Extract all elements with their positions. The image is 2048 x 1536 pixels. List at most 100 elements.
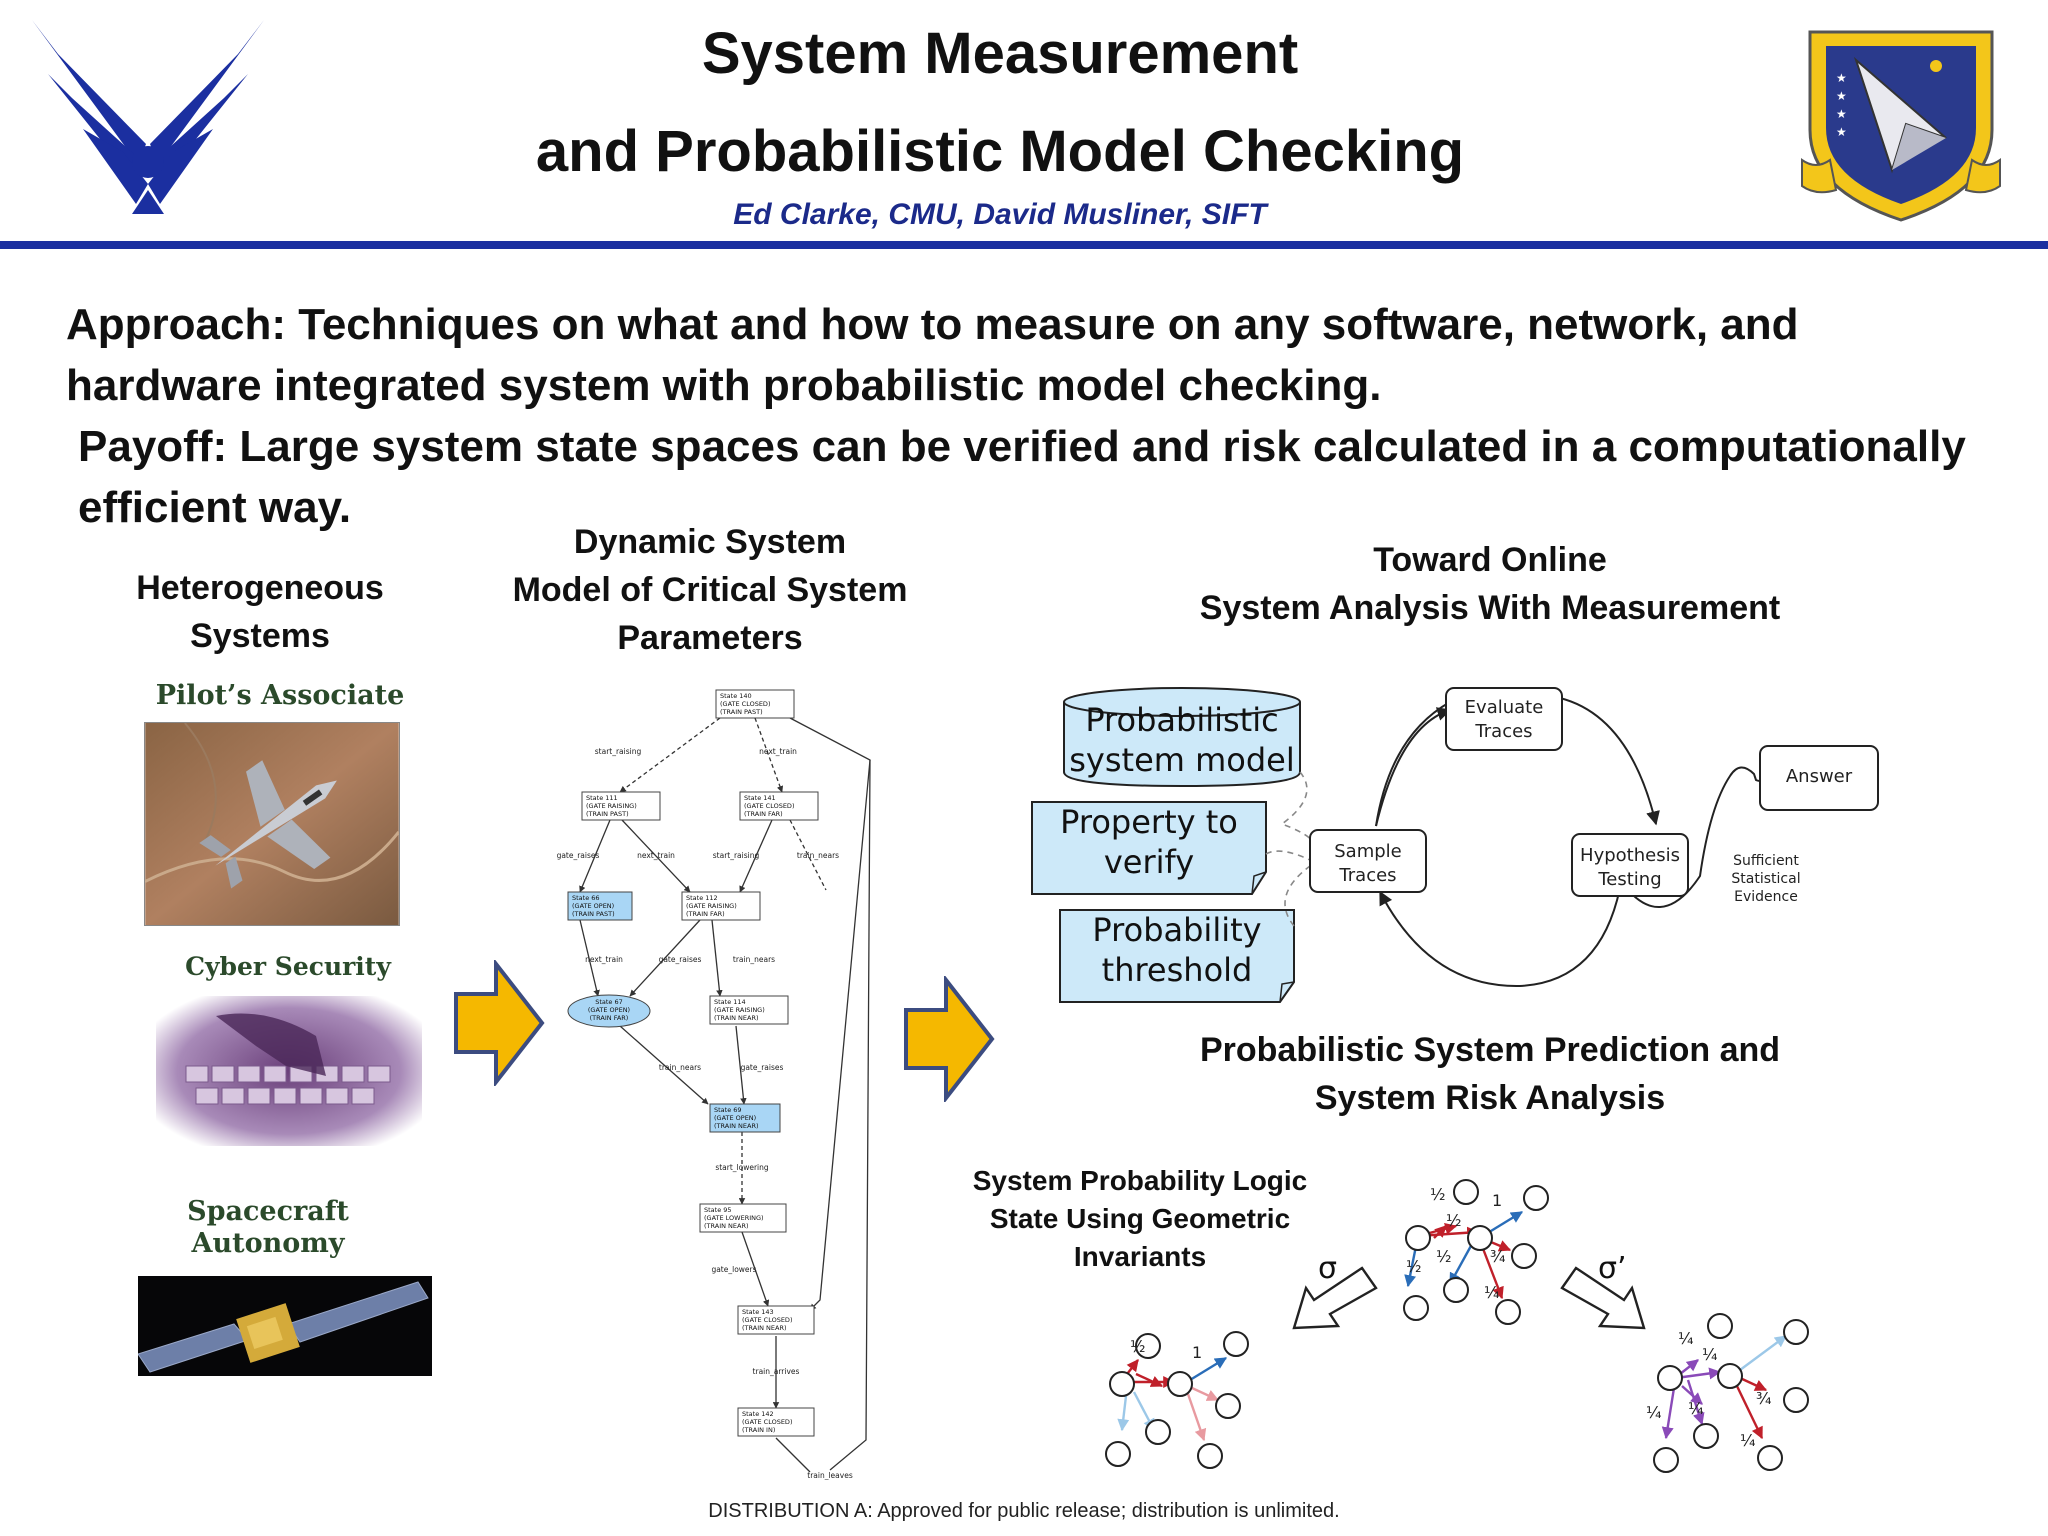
prob-label: ¾ (1756, 1389, 1772, 1408)
state-node: State 66(GATE OPEN)(TRAIN PAST) (567, 891, 633, 921)
state-node-text: (GATE CLOSED) (744, 802, 794, 810)
property-label-line2: verify (1103, 843, 1195, 881)
flow-arrow-2 (904, 976, 995, 1102)
state-node: State 111(GATE RAISING)(TRAIN PAST) (581, 791, 661, 821)
prob-label: ½ (1406, 1257, 1422, 1276)
col2-heading-line3: Parameters (617, 619, 803, 657)
evaluate-traces-label: Evaluate Traces (1446, 696, 1562, 744)
property-document (1031, 801, 1267, 895)
hypothesis-testing-label: Hypothesis Testing (1572, 844, 1688, 892)
evidence-label: Sufficient Statistical Evidence (1716, 852, 1816, 906)
svg-text:★: ★ (1836, 89, 1847, 103)
keyboard-hand-image (156, 996, 422, 1146)
model-label-line1: Probabilistic (1085, 701, 1279, 739)
logic-caption-line2: State Using Geometric (989, 1203, 1291, 1234)
state-node-text: (GATE RAISING) (714, 1006, 765, 1014)
edge-label: train_arrives (753, 1367, 800, 1376)
afrl-shield-logo: ★★★★ (1801, 30, 2001, 222)
state-node: State 95(GATE LOWERING)(TRAIN NEAR) (699, 1203, 787, 1233)
prob-label: ¾ (1490, 1247, 1506, 1266)
prob-label: ½ (1430, 1185, 1446, 1204)
state-node-text: (TRAIN FAR) (590, 1014, 629, 1022)
distribution-statement: DISTRIBUTION A: Approved for public rele… (708, 1500, 1340, 1522)
state-node-text: (GATE CLOSED) (720, 700, 770, 708)
spacecraft-label-line1: Spacecraft (187, 1196, 349, 1227)
state-node: State 143(GATE CLOSED)(TRAIN NEAR) (737, 1305, 815, 1335)
answer-label: Answer (1785, 766, 1853, 787)
edge-label: start_raising (713, 851, 760, 860)
graph-top: ½ ½ 1 ½ ½ ¾ ¼ (1403, 1179, 1549, 1325)
graph-left: ½ 1 (1105, 1331, 1249, 1469)
prob-label: ½ (1436, 1247, 1452, 1266)
state-node-text: (GATE OPEN) (572, 902, 614, 910)
probability-graphs: ½ ½ 1 ½ ½ ¾ ¼ σ σ’ ½ (1105, 1179, 1809, 1473)
sigma-symbol: σ (1318, 1251, 1337, 1286)
prob-label: ½ (1446, 1211, 1462, 1230)
edge-label: gate_raises (741, 1063, 784, 1072)
state-node-text: State 141 (744, 794, 776, 802)
fighter-jet-image (144, 722, 400, 926)
state-node-text: (GATE OPEN) (714, 1114, 756, 1122)
edge-label: gate_raises (659, 955, 702, 964)
state-node-text: State 143 (742, 1308, 774, 1316)
cyber-security-label: Cyber Security (185, 952, 391, 981)
sigma-arrow-right (1560, 1266, 1646, 1330)
threshold-label-line1: Probability (1092, 911, 1262, 949)
edge-label: train_nears (797, 851, 839, 860)
logic-caption-line1: System Probability Logic (972, 1165, 1308, 1196)
prob-label: ¼ (1646, 1403, 1662, 1422)
edge-label: train_nears (659, 1063, 701, 1072)
state-node-text: (GATE RAISING) (686, 902, 737, 910)
prediction-heading-line1: Probabilistic System Prediction and (1199, 1031, 1781, 1069)
prob-label: ¼ (1702, 1345, 1718, 1364)
state-transition-graph: start_raising next_train gate_raises nex… (557, 689, 871, 1480)
state-node-text: (TRAIN PAST) (572, 910, 615, 918)
property-label: Property to verify (1032, 802, 1266, 882)
graph-right: ¼ ¼ ¼ ¼ ¾ ¼ (1646, 1313, 1809, 1473)
col1-heading-line1: Heterogeneous (136, 569, 384, 607)
model-cylinder (1063, 687, 1301, 788)
state-node-text: (GATE LOWERING) (704, 1214, 764, 1222)
col2-heading-line1: Dynamic System (573, 523, 847, 561)
satellite-image (138, 1276, 432, 1376)
state-node-text: (GATE RAISING) (586, 802, 637, 810)
slide-title-line2: and Probabilistic Model Checking (535, 119, 1465, 184)
prediction-heading-line2: System Risk Analysis (1314, 1079, 1666, 1117)
edge-label: gate_lowers (711, 1265, 756, 1274)
col1-heading: Heterogeneous Systems (100, 564, 420, 660)
prob-label: ¼ (1688, 1399, 1704, 1418)
state-node-text: (TRAIN NEAR) (704, 1222, 749, 1230)
prediction-heading: Probabilistic System Prediction and Syst… (1140, 1026, 1840, 1122)
state-node: State 69(GATE OPEN)(TRAIN NEAR) (709, 1103, 781, 1133)
threshold-label-line2: threshold (1101, 951, 1253, 989)
sigma-prime-symbol: σ’ (1598, 1251, 1627, 1286)
state-node: State 67(GATE OPEN)(TRAIN FAR) (567, 994, 651, 1028)
edge-label: next_train (585, 955, 623, 964)
spacecraft-autonomy-label: Spacecraft Autonomy (108, 1196, 428, 1260)
state-node-text: (TRAIN IN) (742, 1426, 775, 1434)
state-node-text: State 142 (742, 1410, 774, 1418)
evaluate-traces-box (1445, 687, 1563, 751)
logic-caption-line3: Invariants (1073, 1241, 1207, 1272)
threshold-document (1059, 909, 1295, 1003)
state-node: State 142(GATE CLOSED)(TRAIN IN) (737, 1407, 815, 1437)
spacecraft-label-line2: Autonomy (191, 1228, 345, 1259)
state-node: State 140(GATE CLOSED)(TRAIN PAST) (715, 689, 795, 719)
edge-label: train_leaves (807, 1471, 853, 1480)
col2-heading: Dynamic System Model of Critical System … (480, 518, 940, 662)
state-node-text: (TRAIN NEAR) (714, 1014, 759, 1022)
svg-text:★: ★ (1836, 125, 1847, 139)
prob-label: ¼ (1740, 1431, 1756, 1450)
state-node-text: (GATE CLOSED) (742, 1316, 792, 1324)
state-node-text: (TRAIN PAST) (586, 810, 629, 818)
property-label-line1: Property to (1060, 803, 1238, 841)
state-node-text: State 111 (586, 794, 618, 802)
state-node-text: State 140 (720, 692, 752, 700)
sample-line1: Sample (1334, 841, 1402, 862)
analysis-loop-diagram (1031, 687, 1879, 1003)
air-force-wings-logo (32, 20, 264, 214)
state-node-text: State 67 (595, 998, 623, 1006)
evidence-line1: Sufficient (1733, 853, 1799, 869)
state-node-text: State 114 (714, 998, 746, 1006)
header-divider (0, 241, 2048, 249)
